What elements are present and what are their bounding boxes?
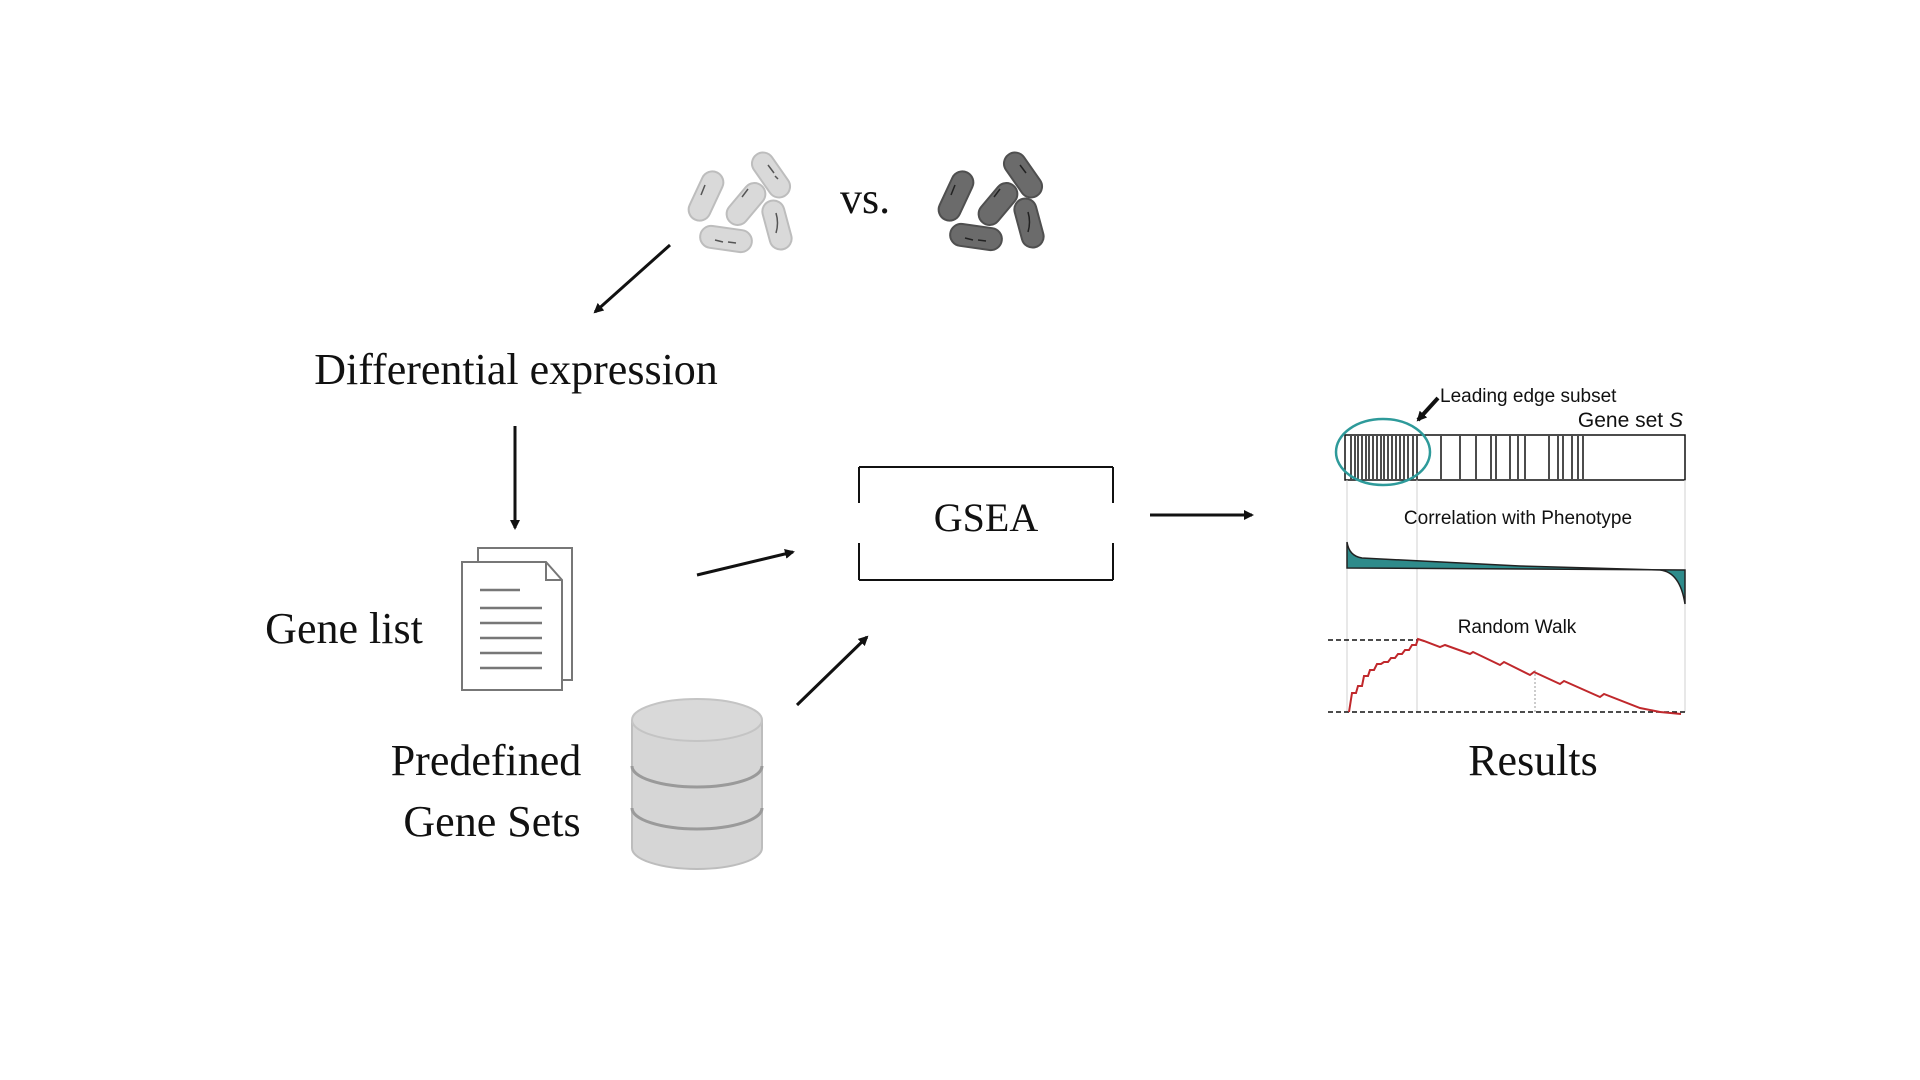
random-walk-line bbox=[1348, 637, 1682, 715]
gene-set-barcode bbox=[1344, 434, 1686, 481]
document-stack-icon bbox=[461, 547, 573, 691]
leading-edge-circle bbox=[1334, 417, 1432, 487]
arrow-genelist-to-gsea bbox=[696, 549, 795, 577]
vs-label: vs. bbox=[840, 174, 890, 223]
database-icon bbox=[630, 698, 764, 870]
arrow-genesets-to-gsea bbox=[795, 635, 869, 707]
leading-edge-label: Leading edge subset bbox=[1440, 386, 1617, 407]
gene-list-label: Gene list bbox=[265, 604, 423, 653]
leading-edge-arrow bbox=[1416, 396, 1440, 422]
gsea-box: GSEA bbox=[858, 466, 1114, 581]
gsea-label: GSEA bbox=[934, 495, 1039, 540]
gene-set-label: Gene set S bbox=[1578, 409, 1683, 432]
dark-cells-icon bbox=[937, 151, 1045, 252]
correlation-label: Correlation with Phenotype bbox=[1404, 508, 1632, 529]
predefined-label: Predefined bbox=[391, 736, 582, 785]
results-plot: Leading edge subset Gene set S Correlati… bbox=[1328, 386, 1686, 715]
correlation-curve bbox=[1346, 541, 1686, 605]
light-cells-icon bbox=[687, 151, 793, 254]
differential-expression-label: Differential expression bbox=[314, 345, 718, 394]
results-label: Results bbox=[1468, 736, 1598, 785]
random-walk-label: Random Walk bbox=[1458, 617, 1577, 638]
gene-sets-label: Gene Sets bbox=[403, 797, 580, 846]
arrow-cells-to-de bbox=[593, 243, 671, 314]
